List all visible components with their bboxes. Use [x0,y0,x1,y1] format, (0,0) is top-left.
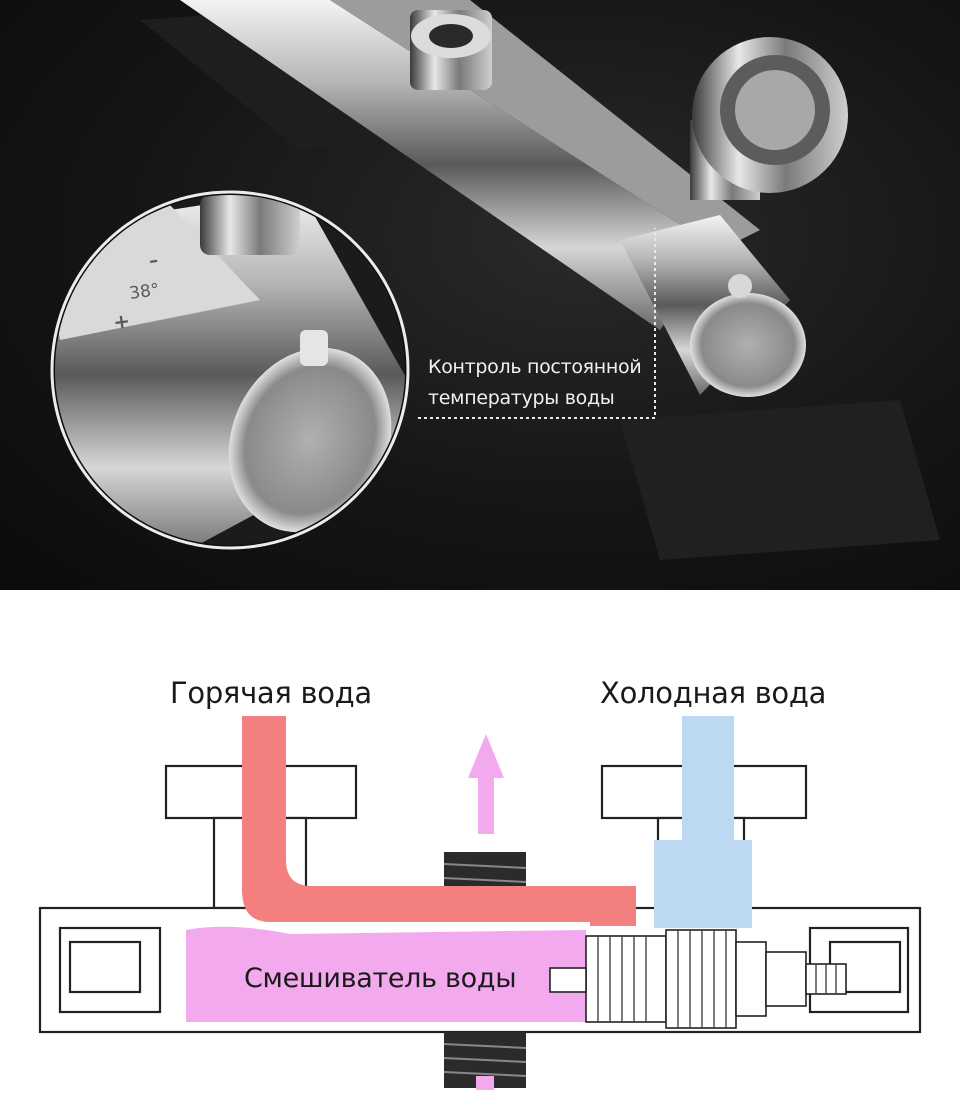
cold-water-channel [654,716,752,928]
right-handle [690,37,848,200]
mixer-schematic [38,716,922,1090]
caption-line-1: Контроль постоянной [428,356,642,378]
temperature-marking: 38° [128,279,161,304]
zoom-circle [50,190,410,550]
cold-water-label: Холодная вода [600,676,827,710]
left-end-inner [68,940,142,994]
plus-marker: + [111,308,132,335]
mixed-water-arrow [468,734,504,1090]
constant-temperature-caption: Контроль постоянной температуры воды [428,352,658,414]
mixed-water-chamber [186,926,586,1022]
product-photo: – 38° + Контроль постоянной температуры … [0,0,960,590]
caption-line-2: температуры воды [428,387,615,409]
dial-markings: – 38° + [98,247,190,347]
hot-water-label: Горячая вода [170,676,372,710]
faucet-illustration [50,0,940,560]
cartridge-ribs [597,930,837,1028]
minus-marker: – [147,249,160,272]
water-mixer-label: Смешиватель воды [244,963,517,994]
water-flow-diagram: Горячая вода Холодная вода Смешиватель в… [0,590,960,1097]
hot-water-channel [242,716,636,926]
callout-line [418,228,656,419]
top-outlet-fitting [410,10,492,90]
thermostat-knob [620,215,806,397]
